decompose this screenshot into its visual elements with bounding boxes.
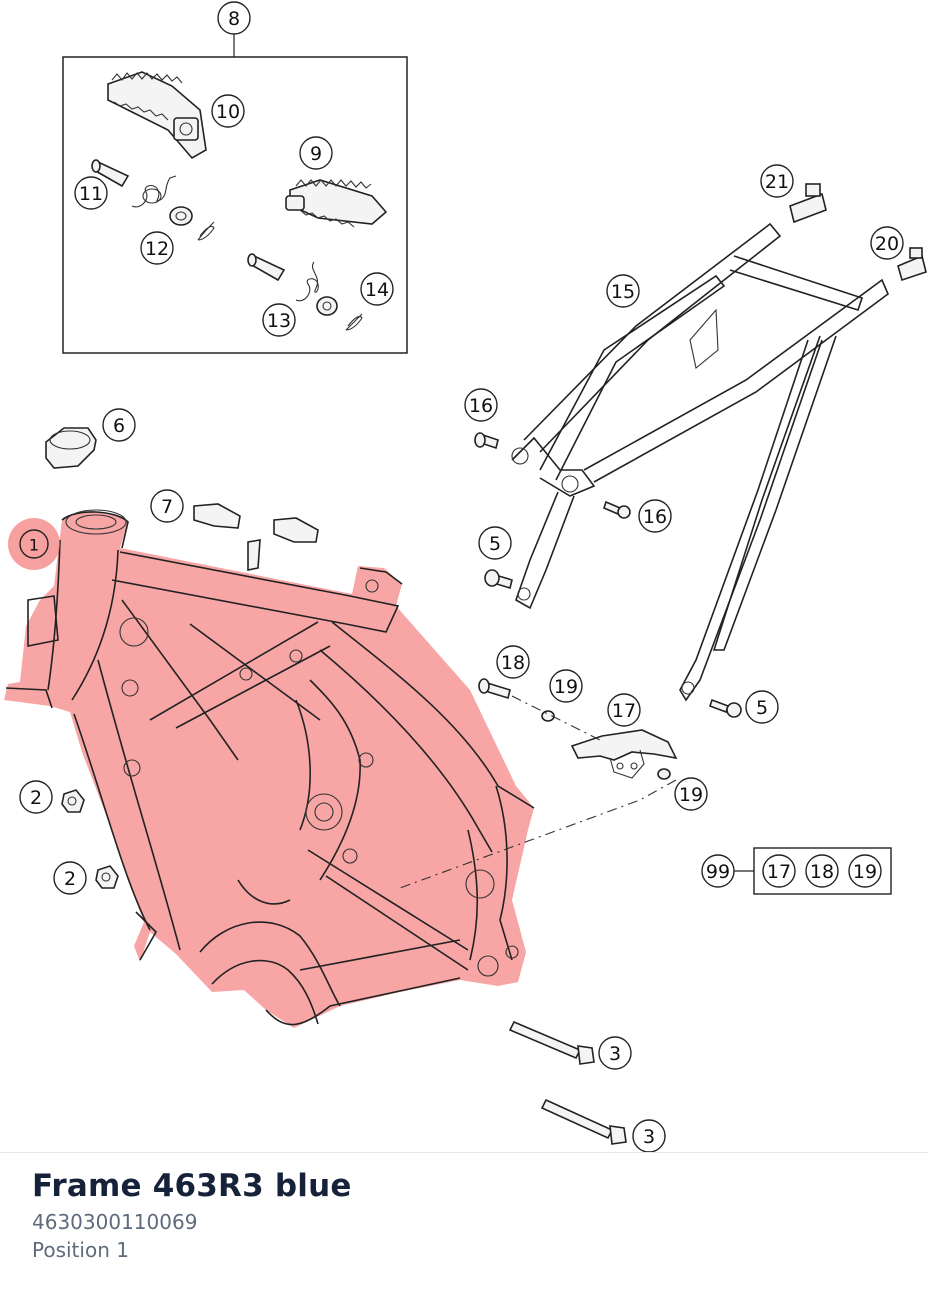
- callout-8[interactable]: 8: [217, 1, 251, 35]
- callout-16[interactable]: 16: [638, 499, 672, 533]
- svg-text:7: 7: [161, 496, 173, 518]
- callout-19[interactable]: 19: [549, 669, 583, 703]
- pad-part-right[interactable]: [273, 517, 319, 543]
- screw-right-5-part[interactable]: [708, 698, 742, 718]
- frame-part-highlighted[interactable]: [4, 509, 535, 1029]
- callout-3[interactable]: 3: [632, 1119, 666, 1152]
- screw-left-5-part[interactable]: [484, 569, 513, 590]
- footpeg-pin-right-part[interactable]: [247, 253, 286, 282]
- svg-text:6: 6: [113, 415, 125, 437]
- svg-text:11: 11: [79, 183, 103, 205]
- svg-text:16: 16: [643, 506, 667, 528]
- footpeg-kit-group: [62, 32, 408, 354]
- parts-diagram: 1 2 2 3 3 5 5 6 7 8 9 10 11 12 13 14 15 16 16 17 18 19 19 20 21…: [4, 1, 927, 1152]
- callout-6[interactable]: 6: [102, 408, 136, 442]
- washer-lower-part[interactable]: [657, 768, 671, 780]
- svg-text:17: 17: [767, 861, 791, 883]
- nut-lower-part[interactable]: [95, 865, 119, 889]
- plug-large-part[interactable]: [789, 183, 827, 224]
- bolt-upper-part[interactable]: [508, 1020, 595, 1065]
- svg-text:19: 19: [679, 784, 703, 806]
- svg-text:14: 14: [365, 279, 389, 301]
- svg-text:2: 2: [64, 868, 76, 890]
- spring-right-part[interactable]: [295, 261, 319, 302]
- washer-left-part[interactable]: [169, 206, 193, 226]
- svg-text:3: 3: [643, 1126, 655, 1148]
- callout-5[interactable]: 5: [478, 526, 512, 560]
- callout-leads: [732, 847, 892, 895]
- svg-text:21: 21: [765, 171, 789, 193]
- screw-mid-right-part[interactable]: [603, 500, 631, 519]
- callout-17[interactable]: 17: [607, 693, 641, 727]
- callout-14[interactable]: 14: [360, 272, 394, 306]
- washer-right-part[interactable]: [316, 296, 338, 316]
- svg-text:15: 15: [611, 281, 635, 303]
- callout-21[interactable]: 21: [760, 164, 794, 198]
- svg-text:19: 19: [554, 676, 578, 698]
- callout-15[interactable]: 15: [606, 274, 640, 308]
- part-name: Frame 463R3 blue: [32, 1168, 352, 1204]
- chain-guide-part[interactable]: [570, 729, 678, 779]
- svg-text:8: 8: [228, 8, 240, 30]
- callout-17[interactable]: 17: [762, 854, 796, 888]
- footpeg-left-part[interactable]: [107, 71, 207, 160]
- svg-text:20: 20: [875, 233, 899, 255]
- svg-text:5: 5: [756, 697, 768, 719]
- svg-text:12: 12: [145, 238, 169, 260]
- svg-text:10: 10: [216, 101, 240, 123]
- pad-part-left[interactable]: [193, 503, 241, 529]
- svg-text:3: 3: [609, 1043, 621, 1065]
- callouts: 1 2 2 3 3 5 5 6 7 8 9 10 11 12 13 14 15 16 16 17 18 19 19 20 21…: [8, 1, 904, 1152]
- footpeg-right-part[interactable]: [285, 179, 388, 228]
- callout-20[interactable]: 20: [870, 226, 904, 260]
- callout-11[interactable]: 11: [74, 176, 108, 210]
- callout-18[interactable]: 18: [496, 645, 530, 679]
- cap-part[interactable]: [45, 427, 97, 469]
- callout-9[interactable]: 9: [299, 136, 333, 170]
- part-number: 4630300110069: [32, 1210, 198, 1234]
- callout-19[interactable]: 19: [848, 854, 882, 888]
- svg-text:5: 5: [489, 533, 501, 555]
- spring-left-part[interactable]: [131, 175, 177, 208]
- callout-2[interactable]: 2: [53, 861, 87, 895]
- callout-1-selected[interactable]: 1: [8, 518, 60, 570]
- assembly-axis-line: [399, 695, 677, 889]
- callout-10[interactable]: 10: [211, 94, 245, 128]
- subframe-part[interactable]: [511, 222, 889, 702]
- screw-upper-left-part[interactable]: [474, 432, 499, 450]
- callout-12[interactable]: 12: [140, 231, 174, 265]
- bolt-lower-part[interactable]: [540, 1098, 627, 1145]
- plug-small-part[interactable]: [897, 247, 927, 282]
- svg-text:13: 13: [267, 310, 291, 332]
- part-info-panel: Frame 463R3 blue 4630300110069 Position …: [32, 1168, 352, 1262]
- callout-2[interactable]: 2: [19, 780, 53, 814]
- cotter-pin-left-part[interactable]: [197, 221, 215, 241]
- svg-text:2: 2: [30, 787, 42, 809]
- divider: [0, 1152, 928, 1153]
- svg-text:18: 18: [501, 652, 525, 674]
- svg-text:1: 1: [29, 536, 39, 555]
- part-position: Position 1: [32, 1238, 129, 1262]
- nut-upper-part[interactable]: [61, 789, 85, 813]
- callout-3[interactable]: 3: [598, 1036, 632, 1070]
- svg-text:99: 99: [706, 861, 730, 883]
- cotter-pin-right-part[interactable]: [345, 313, 363, 331]
- callout-13[interactable]: 13: [262, 303, 296, 337]
- washer-upper-part[interactable]: [541, 710, 555, 722]
- svg-text:19: 19: [853, 861, 877, 883]
- svg-text:18: 18: [810, 861, 834, 883]
- callout-99[interactable]: 99: [701, 854, 735, 888]
- callout-19[interactable]: 19: [674, 777, 708, 811]
- callout-7[interactable]: 7: [150, 489, 184, 523]
- callout-16[interactable]: 16: [464, 388, 498, 422]
- svg-text:17: 17: [612, 700, 636, 722]
- callout-5[interactable]: 5: [745, 690, 779, 724]
- svg-text:9: 9: [310, 143, 322, 165]
- svg-text:16: 16: [469, 395, 493, 417]
- callout-18[interactable]: 18: [805, 854, 839, 888]
- footpeg-pin-left-part[interactable]: [91, 159, 130, 188]
- bushing-part[interactable]: [478, 678, 511, 700]
